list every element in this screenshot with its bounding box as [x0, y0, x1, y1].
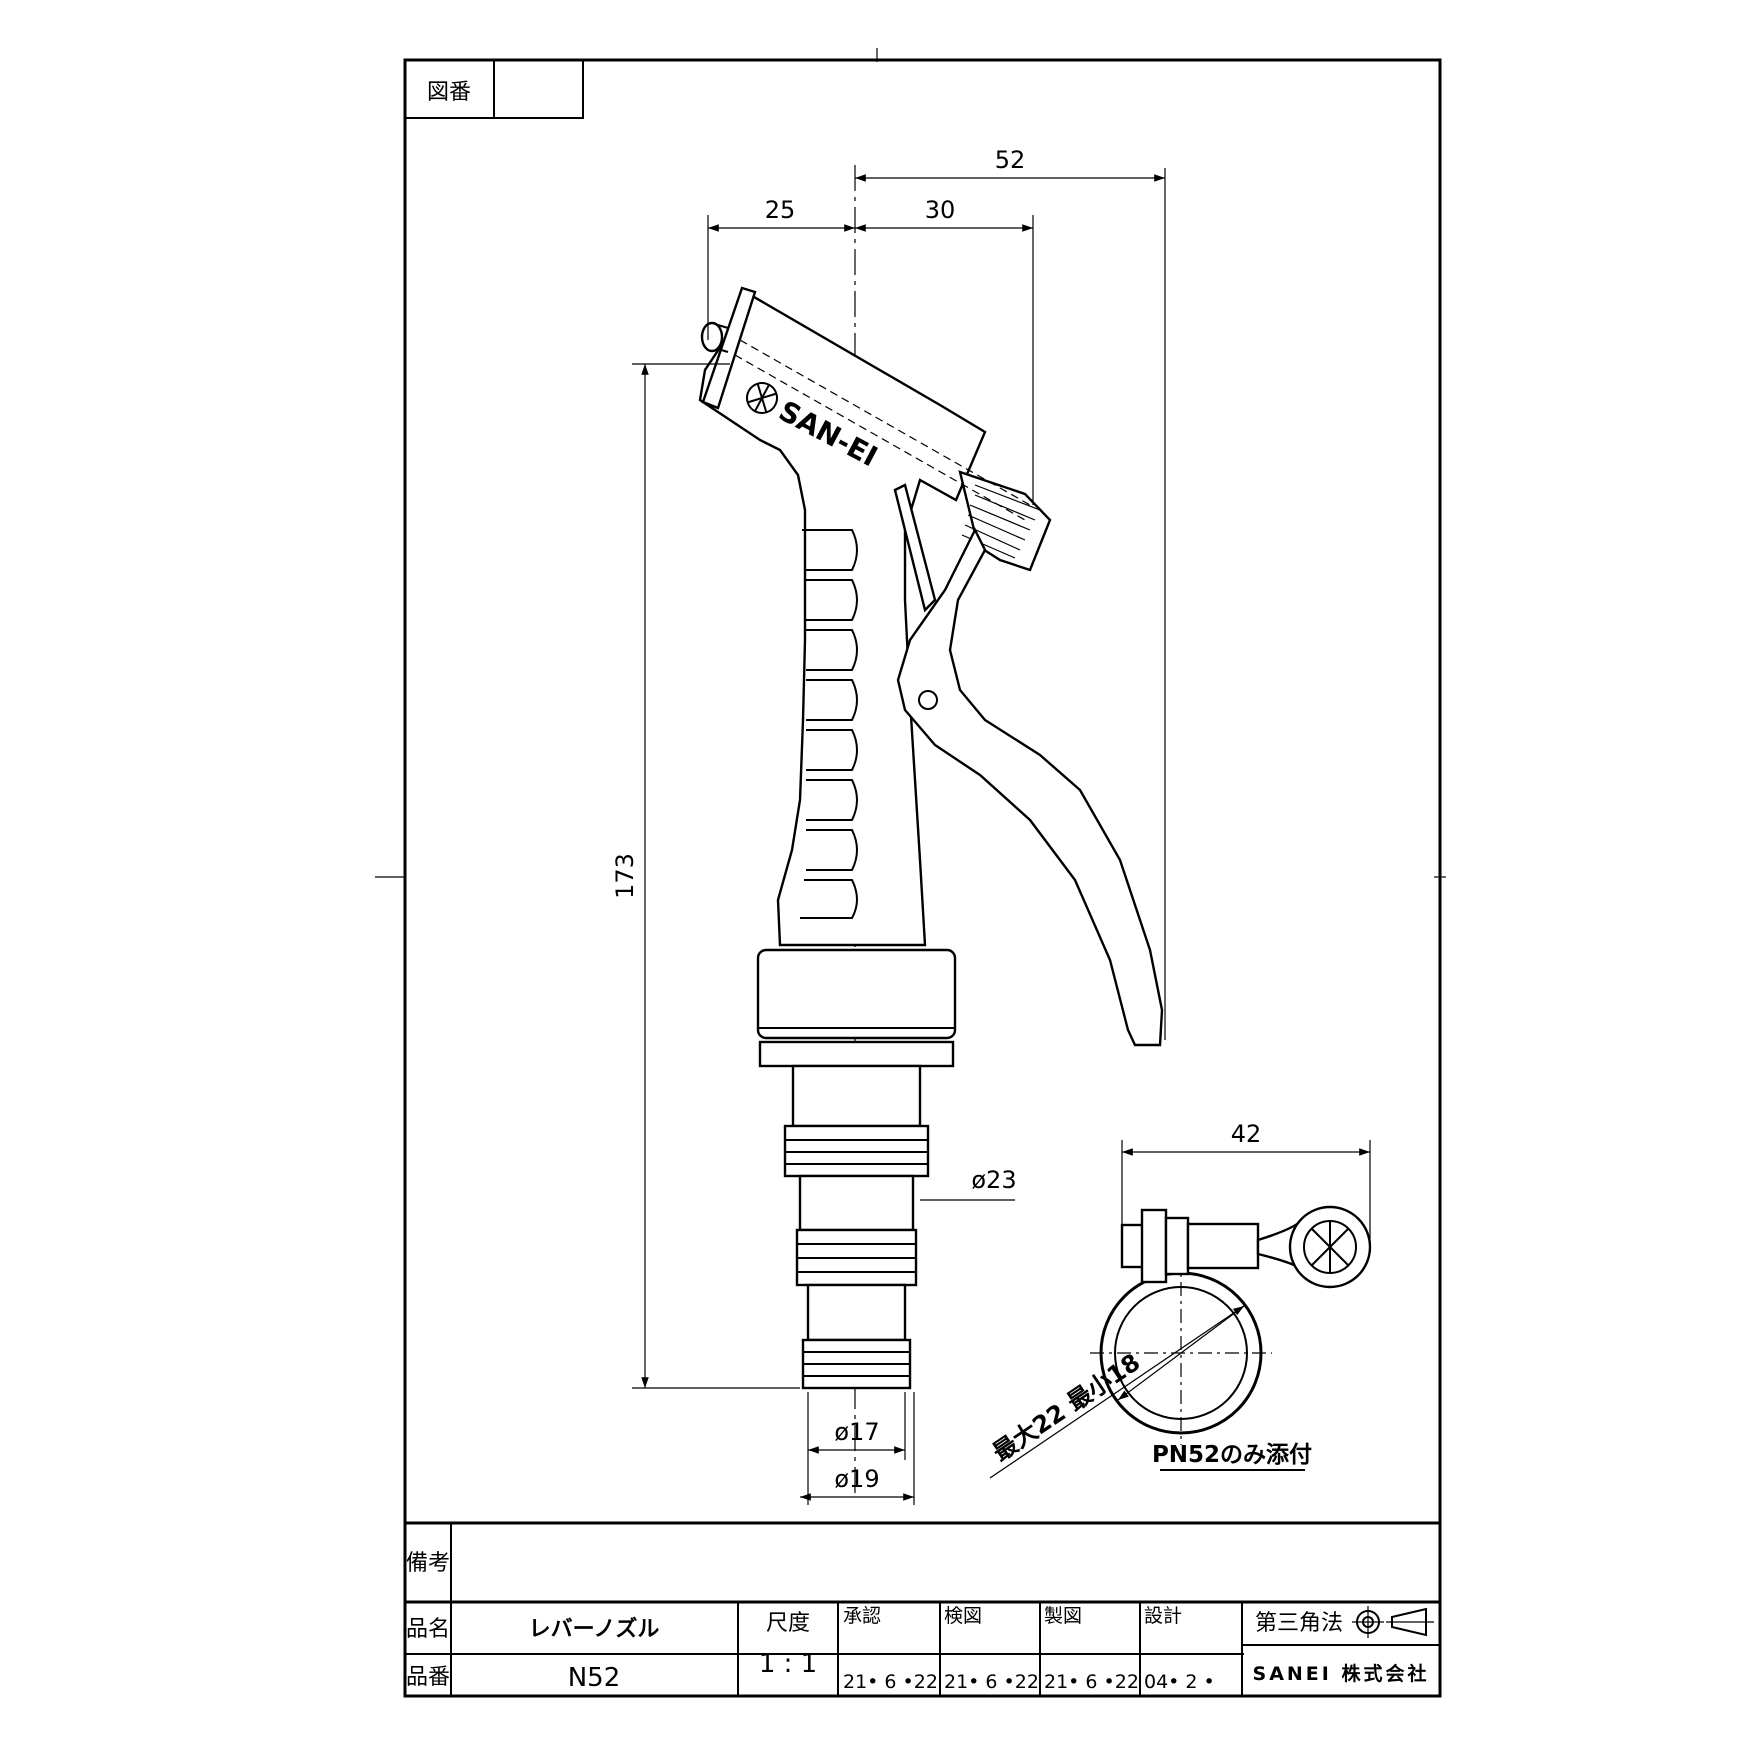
design-label: 設計: [1144, 1605, 1182, 1627]
drawing-number-box: 図番: [404, 59, 584, 119]
accessory-note: PN52のみ添付: [1152, 1442, 1312, 1468]
scale-value: 1 : 1: [759, 1649, 817, 1679]
check-label: 検図: [944, 1605, 982, 1627]
third-angle-projection-icon: [1352, 1606, 1434, 1638]
dim-42: 42: [1231, 1120, 1262, 1148]
product-number-label: 品番: [406, 1665, 450, 1690]
lever-pivot-pin: [918, 690, 938, 710]
approval-label: 承認: [843, 1605, 881, 1627]
dim-30: 30: [925, 196, 956, 224]
product-number-value: N52: [568, 1663, 621, 1693]
dim-25: 25: [765, 196, 796, 224]
dim-phi17: ø17: [834, 1418, 879, 1446]
dim-52: 52: [995, 146, 1026, 174]
check-date: 21• 6 •22: [944, 1671, 1039, 1693]
internal-water-passage: [734, 339, 1031, 521]
company-name: SANEI 株式会社: [1253, 1662, 1430, 1685]
dim-173: 173: [611, 853, 639, 899]
coupling-nut: [756, 948, 957, 1068]
draft-label: 製図: [1044, 1605, 1082, 1627]
lever-link: [893, 483, 937, 613]
drawing-number-label: 図番: [427, 80, 471, 105]
dim-phi23: ø23: [971, 1166, 1016, 1194]
draft-date: 21• 6 •22: [1044, 1671, 1139, 1693]
rear-adjust-knob: [700, 321, 729, 353]
lever-nozzle-front-view: SAN-EI: [698, 165, 1164, 1495]
nozzle-body: [698, 288, 987, 947]
product-name-label: 品名: [406, 1617, 450, 1642]
title-block: 備考 品名 レバーノズル 品番 N52 尺度 1 : 1 承認 21• 6 •2…: [405, 1521, 1440, 1696]
drawing-frame: [403, 58, 1442, 1698]
remarks-label: 備考: [406, 1551, 450, 1576]
hose-connector: [783, 1064, 930, 1390]
hose-band-detail: 42 最大22 最小18 PN52のみ添付: [988, 1120, 1372, 1479]
projection-label: 第三角法: [1255, 1611, 1343, 1636]
scale-label: 尺度: [766, 1611, 810, 1636]
grip-ribs: [800, 529, 858, 919]
product-name-value: レバーノズル: [529, 1616, 660, 1642]
dimension-lines: 52 25 30 173 ø23 ø17 ø19: [611, 146, 1166, 1505]
design-date: 04• 2 •: [1144, 1671, 1215, 1693]
trigger-lever: [896, 527, 1164, 1047]
dim-phi19: ø19: [834, 1465, 879, 1493]
approval-date: 21• 6 •22: [843, 1671, 938, 1693]
